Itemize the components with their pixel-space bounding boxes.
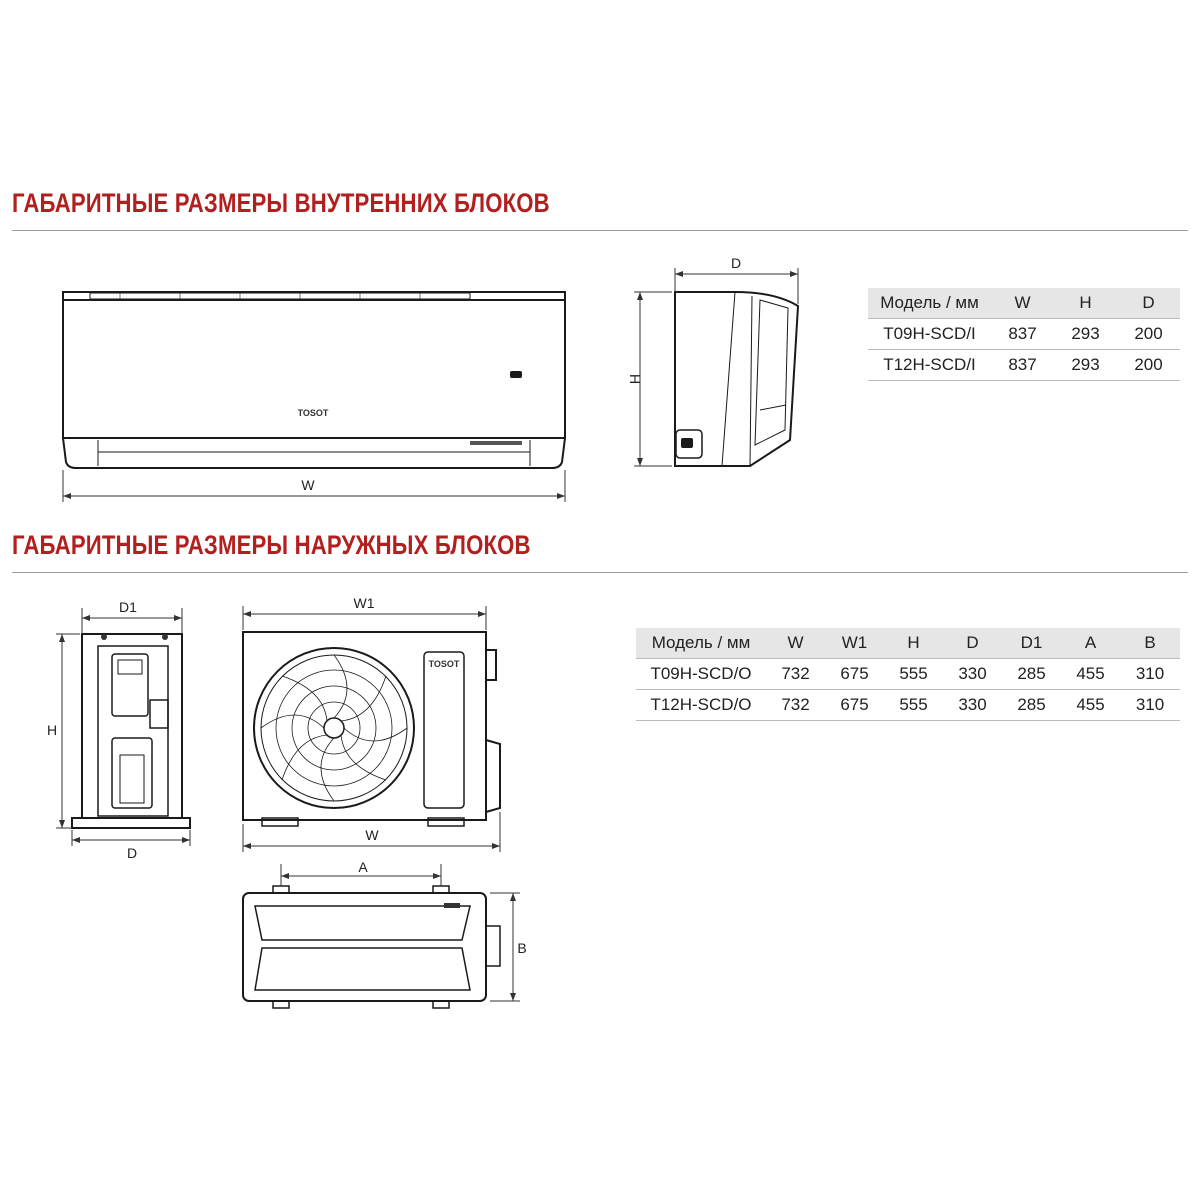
value-cell: 200 [1117,318,1180,350]
value-cell: 293 [1054,349,1117,381]
column-header: D1 [1002,628,1061,659]
outdoor-w-label: W [365,827,379,843]
column-header: B [1120,628,1180,659]
outdoor-w1-label: W1 [354,595,375,611]
outdoor-unit-front-view: TOSOT [242,631,501,827]
value-cell: 732 [766,689,825,721]
outdoor-b-label: B [517,940,526,956]
model-cell: T12H-SCD/O [636,689,766,721]
value-cell: 285 [1002,689,1061,721]
indoor-d-label: D [731,255,741,271]
table-row: T12H-SCD/O 732 675 555 330 285 455 310 [636,689,1180,721]
outdoor-spec-table: Модель / мм W W1 H D D1 A B T09H-SCD/O 7… [636,628,1180,721]
column-header: W [991,288,1054,319]
value-cell: 732 [766,658,825,690]
outdoor-d1-label: D1 [119,599,137,615]
outdoor-d-dimension [71,830,191,846]
value-cell: 200 [1117,349,1180,381]
outdoor-section-title: ГАБАРИТНЫЕ РАЗМЕРЫ НАРУЖНЫХ БЛОКОВ [12,530,531,560]
indoor-width-dimension [62,470,566,502]
value-cell: 837 [991,318,1054,350]
value-cell: 555 [884,658,943,690]
outdoor-unit-side-view [71,633,191,829]
table-row: T09H-SCD/O 732 675 555 330 285 455 310 [636,658,1180,690]
indoor-w-label: W [301,477,315,493]
value-cell: 310 [1120,689,1180,721]
value-cell: 330 [943,689,1002,721]
column-header: D [943,628,1002,659]
value-cell: 837 [991,349,1054,381]
table-row: T09H-SCD/I 837 293 200 [868,318,1180,350]
outdoor-h-dimension-side [56,633,80,829]
outdoor-unit-top-view [242,885,501,1009]
outdoor-d-label: D [127,845,137,861]
outdoor-w-dimension [242,812,501,852]
model-cell: T12H-SCD/I [868,349,991,381]
display-indicator [510,371,522,378]
value-cell: 285 [1002,658,1061,690]
column-header: A [1061,628,1120,659]
model-cell: T09H-SCD/O [636,658,766,690]
column-header: Модель / мм [636,628,766,659]
indoor-h-label: H [627,374,643,384]
indoor-section-title: ГАБАРИТНЫЕ РАЗМЕРЫ ВНУТРЕННИХ БЛОКОВ [12,188,550,218]
value-cell: 675 [825,689,884,721]
column-header: Модель / мм [868,288,991,319]
table-header-row: Модель / мм W H D [868,288,1180,319]
indoor-brand-logo: TOSOT [298,408,329,418]
value-cell: 455 [1061,689,1120,721]
model-cell: T09H-SCD/I [868,318,991,350]
value-cell: 455 [1061,658,1120,690]
outdoor-b-dimension [490,892,520,1002]
outdoor-a-dimension [280,864,442,886]
outdoor-h-label: H [47,722,57,738]
indoor-spec-table: Модель / мм W H D T09H-SCD/I 837 293 200… [868,288,1180,381]
outdoor-section-rule [12,572,1188,573]
column-header: W [766,628,825,659]
indoor-unit-side-view [674,291,800,467]
outdoor-a-label: A [358,859,368,875]
column-header: D [1117,288,1180,319]
value-cell: 330 [943,658,1002,690]
value-cell: 675 [825,658,884,690]
column-header: H [884,628,943,659]
indoor-height-dimension [634,291,672,467]
outdoor-w1-dimension [242,606,487,630]
value-cell: 293 [1054,318,1117,350]
column-header: H [1054,288,1117,319]
table-header-row: Модель / мм W W1 H D D1 A B [636,628,1180,659]
indoor-section-rule [12,230,1188,231]
indoor-depth-dimension [674,268,799,304]
column-header: W1 [825,628,884,659]
value-cell: 310 [1120,658,1180,690]
value-cell: 555 [884,689,943,721]
outdoor-brand-logo: TOSOT [429,659,460,669]
table-row: T12H-SCD/I 837 293 200 [868,349,1180,381]
indoor-unit-front-view: TOSOT [61,291,567,469]
outdoor-d1-dimension [81,608,183,634]
